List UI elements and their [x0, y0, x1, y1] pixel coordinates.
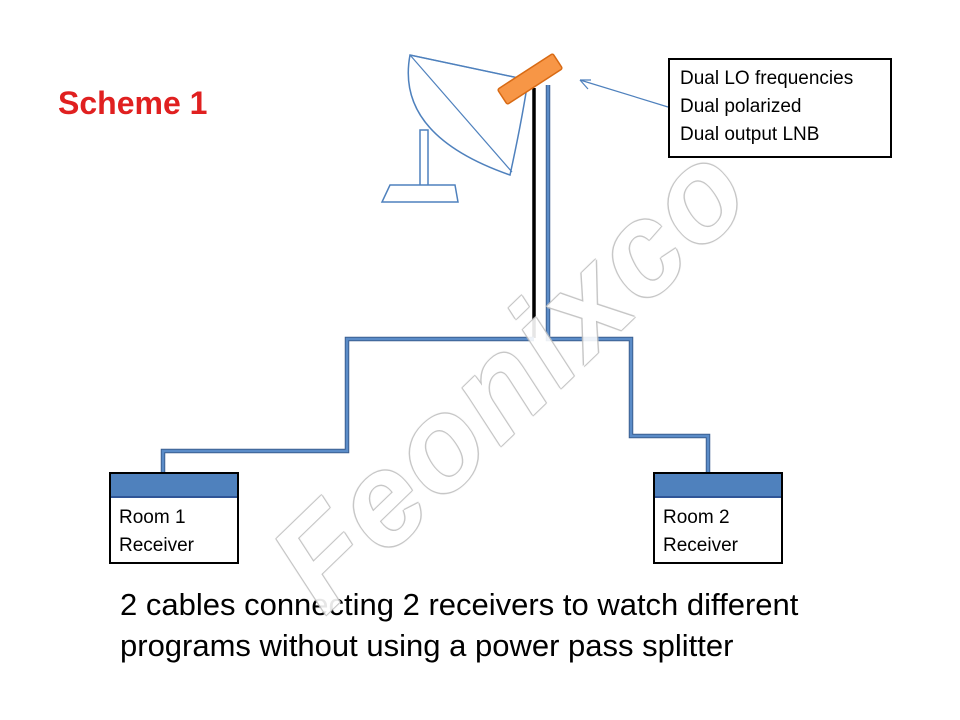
lnb-callout: Dual LO frequencies Dual polarized Dual …: [668, 58, 892, 158]
receiver-label: Room 2 Receiver: [655, 498, 781, 560]
receiver-type: Receiver: [663, 535, 738, 556]
lnb-icon: [497, 53, 563, 105]
receiver-header: [655, 474, 781, 498]
receiver-room: Room 1: [119, 507, 186, 528]
callout-line: Dual polarized: [680, 96, 802, 117]
receiver-header: [111, 474, 237, 498]
callout-arrow: [579, 79, 669, 108]
receiver-label: Room 1 Receiver: [111, 498, 237, 560]
caption-line: programs without using a power pass spli…: [120, 628, 734, 663]
callout-line: Dual LO frequencies: [680, 68, 854, 89]
satellite-dish-icon: [380, 54, 529, 203]
cable-room-1: [160, 336, 534, 473]
callout-line: Dual output LNB: [680, 124, 820, 145]
receiver-room-2: Room 2 Receiver: [653, 472, 783, 564]
receiver-type: Receiver: [119, 535, 194, 556]
caption-line: 2 cables connecting 2 receivers to watch…: [120, 587, 799, 622]
scheme-title: Scheme 1: [58, 85, 208, 121]
cables: [160, 85, 711, 473]
receiver-room: Room 2: [663, 507, 730, 528]
diagram-caption: 2 cables connecting 2 receivers to watch…: [120, 584, 920, 666]
receiver-room-1: Room 1 Receiver: [109, 472, 239, 564]
